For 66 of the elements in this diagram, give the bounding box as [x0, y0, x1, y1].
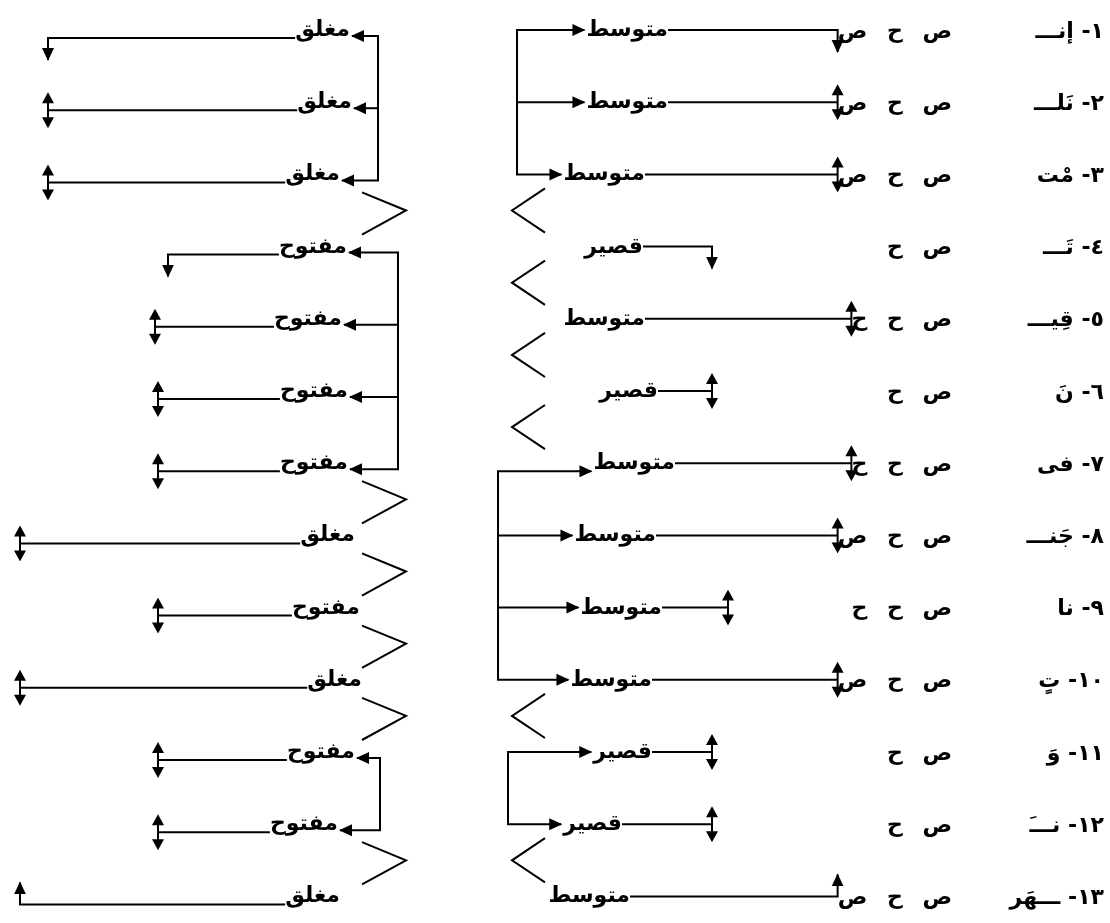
syllable-class-label: مفتوح: [279, 375, 348, 405]
arrow: [516, 96, 586, 109]
syllable-pattern: ص ح: [886, 810, 952, 839]
syllable-type-label: قصير: [599, 375, 658, 405]
syllable-class-label: مغلق: [297, 86, 352, 117]
syllable-type-label: متوسط: [548, 880, 630, 911]
syllable-type-label: متوسط: [563, 302, 645, 333]
syllable-type-label: متوسط: [593, 447, 675, 478]
arrow: [343, 318, 399, 331]
syllable-class-label: مفتوح: [279, 447, 348, 478]
syllable-label: ٤- تَـــ: [1041, 233, 1104, 262]
arrow: [348, 246, 399, 476]
syllable-class-label: مفتوح: [278, 230, 347, 261]
syllable-label: ١٣- ـــهَر: [1007, 882, 1104, 912]
arrow: [14, 881, 287, 906]
syllable-label: ٢- نَلـــ: [1032, 88, 1104, 117]
arrow: [349, 391, 399, 403]
syllable-type-label: متوسط: [586, 14, 668, 44]
syllable-pattern: ص ح ح: [851, 449, 952, 478]
syllable-class-label: مغلق: [307, 663, 362, 694]
arrow: [162, 253, 280, 278]
syllable-class-label: مفتوح: [273, 302, 342, 333]
arrow: [341, 30, 379, 187]
syllable-label: ٥- قِيـــ: [1026, 305, 1104, 334]
syllable-type-label: متوسط: [574, 519, 656, 550]
syllable-class-label: مغلق: [285, 880, 340, 911]
syllable-type-label: قصير: [584, 230, 643, 261]
syllable-pattern: ص ح: [886, 377, 952, 406]
arrow: [497, 529, 574, 542]
syllable-pattern: ص ح: [886, 738, 952, 767]
syllable-type-label: متوسط: [570, 663, 652, 694]
syllable-class-label: مفتوح: [269, 808, 338, 839]
syllable-label: ١٢- نـــَ: [1028, 810, 1104, 839]
syllable-type-label: متوسط: [586, 86, 668, 117]
syllable-label: ٧- فى: [1036, 449, 1104, 478]
syllable-label: ٨- جَنـــ: [1025, 521, 1104, 550]
syllable-type-label: متوسط: [580, 591, 662, 622]
arrow: [353, 102, 379, 115]
syllable-type-label: متوسط: [563, 158, 645, 189]
arrow: [507, 746, 593, 831]
syllable-label: ٦- نَ: [1054, 377, 1104, 406]
arrow: [497, 601, 580, 614]
syllable-pattern: ص ح ص: [837, 16, 952, 45]
syllable-label: ١٠- تٍ: [1037, 666, 1104, 696]
syllable-type-label: قصير: [563, 808, 622, 839]
arrow: [516, 24, 586, 181]
syllable-label: ٣- مْت: [1035, 160, 1104, 189]
syllable-class-label: مغلق: [300, 519, 355, 550]
arrow: [339, 752, 381, 837]
syllable-class-label: مغلق: [285, 158, 340, 189]
syllable-class-label: مغلق: [295, 14, 350, 44]
arrow: [42, 37, 297, 61]
syllable-pattern: ص ح ح: [851, 305, 952, 334]
syllable-pattern: ص ح: [886, 233, 952, 262]
arrow: [497, 465, 593, 686]
syllable-label: ٩- نا: [1056, 594, 1104, 623]
syllable-pattern: ص ح ص: [837, 882, 952, 911]
syllable-class-label: مفتوح: [286, 736, 355, 766]
syllable-class-label: مفتوح: [291, 591, 360, 622]
arrow: [642, 245, 718, 270]
syllable-label: ١- إنـــ: [1034, 16, 1104, 46]
syllable-type-label: قصير: [593, 736, 652, 766]
syllable-label: ١١- وَ: [1044, 738, 1104, 768]
arrow: [667, 29, 844, 53]
syllable-pattern: ص ح ح: [851, 594, 952, 623]
arrow: [629, 873, 844, 898]
